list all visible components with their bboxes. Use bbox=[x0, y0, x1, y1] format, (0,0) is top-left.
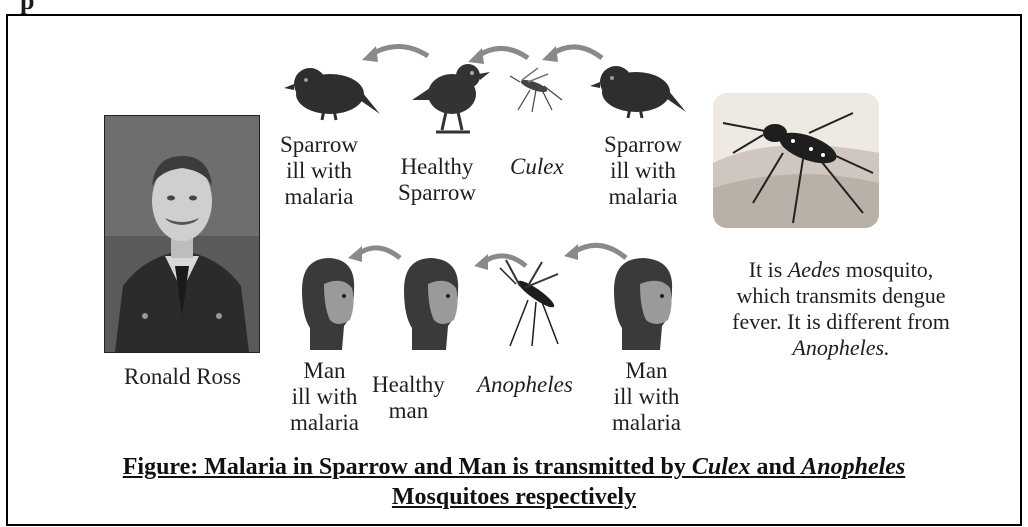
healthy-sparrow-icon bbox=[412, 60, 496, 136]
culex-mosquito-icon bbox=[508, 64, 564, 114]
culex-label: Culex bbox=[510, 154, 564, 180]
aedes-mosquito-photo bbox=[713, 93, 879, 228]
man-ill-2-icon bbox=[604, 254, 684, 350]
healthy-sparrow-label: Healthy Sparrow bbox=[398, 154, 476, 206]
sparrow-ill-1-label: Sparrow ill with malaria bbox=[280, 132, 358, 210]
ronald-ross-portrait bbox=[104, 115, 260, 353]
figure-caption: Figure: Malaria in Sparrow and Man is tr… bbox=[0, 452, 1028, 482]
healthy-man-icon bbox=[396, 254, 466, 350]
ronald-ross-label: Ronald Ross bbox=[124, 364, 241, 390]
figure-caption-line2: Mosquitoes respectively bbox=[0, 482, 1028, 512]
man-ill-1-label: Man ill with malaria bbox=[290, 358, 359, 436]
man-ill-1-icon bbox=[294, 254, 360, 350]
healthy-man-label: Healthy man bbox=[372, 372, 445, 424]
anopheles-mosquito-icon bbox=[498, 258, 568, 348]
man-ill-2-label: Man ill with malaria bbox=[612, 358, 681, 436]
aedes-description: It is Aedes mosquito, which transmits de… bbox=[706, 257, 976, 361]
sparrow-ill-2-label: Sparrow ill with malaria bbox=[604, 132, 682, 210]
sparrow-ill-2-icon bbox=[590, 60, 686, 120]
sparrow-ill-icon bbox=[284, 62, 380, 122]
anopheles-label: Anopheles bbox=[477, 372, 573, 398]
